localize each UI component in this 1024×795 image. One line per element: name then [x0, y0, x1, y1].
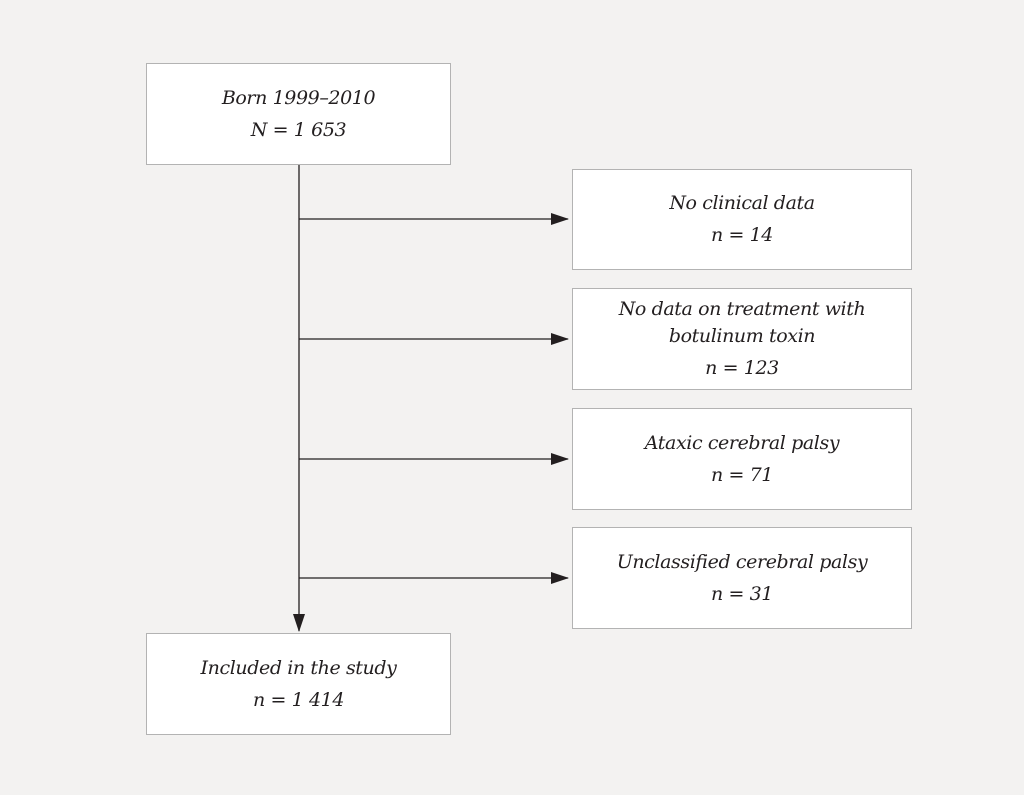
exclusion-label: Unclassified cerebral palsy — [616, 550, 868, 573]
exclusion-box-no-treatment-data: No data on treatment with botulinum toxi… — [572, 288, 912, 390]
source-box: Born 1999–2010 N = 1 653 — [146, 63, 451, 165]
exclusion-box-ataxic: Ataxic cerebral palsy n = 71 — [572, 408, 912, 510]
result-box: Included in the study n = 1 414 — [146, 633, 451, 735]
exclusion-count: n = 14 — [710, 224, 773, 246]
result-label: Included in the study — [200, 656, 397, 679]
source-count: N = 1 653 — [250, 118, 347, 141]
exclusion-box-unclassified: Unclassified cerebral palsy n = 31 — [572, 527, 912, 629]
exclusion-count: n = 71 — [710, 463, 773, 486]
source-label: Born 1999–2010 — [221, 86, 376, 109]
exclusion-label: No clinical data — [669, 192, 815, 214]
exclusion-label-line-1: No data on treatment with — [618, 298, 866, 320]
exclusion-count: n = 31 — [710, 582, 773, 605]
exclusion-label-line-2: botulinum toxin — [668, 325, 816, 347]
exclusion-label: Ataxic cerebral palsy — [644, 431, 840, 454]
exclusion-box-no-clinical-data: No clinical data n = 14 — [572, 169, 912, 270]
result-count: n = 1 414 — [252, 688, 345, 711]
exclusion-count: n = 123 — [705, 357, 779, 379]
